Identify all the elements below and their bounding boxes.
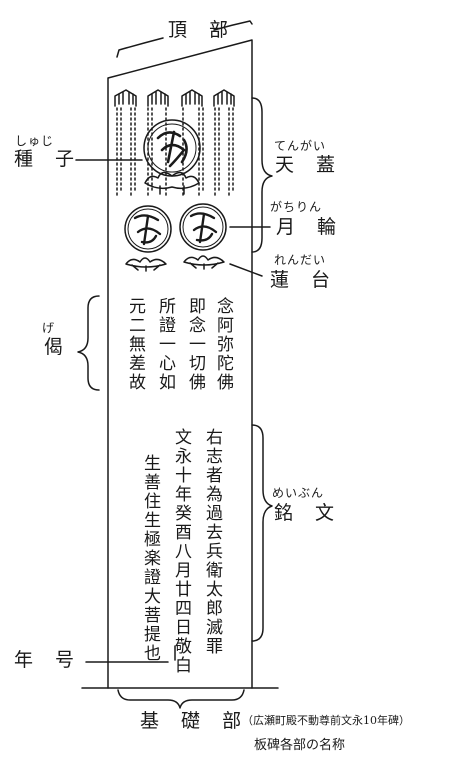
label-tengai: 天 蓋 xyxy=(275,154,344,176)
ge-brace xyxy=(77,295,100,391)
gachirin-circle-left xyxy=(124,205,172,253)
label-nengo: 年 号 xyxy=(14,649,83,671)
label-meibun: 銘 文 xyxy=(274,502,343,524)
label-shuji-ruby: しゅじ xyxy=(15,134,55,148)
tengai-brace xyxy=(251,97,273,253)
shuji-lotus xyxy=(144,171,200,195)
verse-column-4: 元二無差故 xyxy=(125,297,145,392)
inscription-column-3: 生善住生極楽證大菩提也 xyxy=(140,454,160,663)
inscription-column-1: 右志者為過去兵衛太郎滅罪 xyxy=(202,428,222,656)
verse-column-3: 所證一心如 xyxy=(155,297,175,392)
caption-title: 板碑各部の名称 xyxy=(254,738,346,753)
caption-note: （広瀬町殿不動尊前文永10年碑） xyxy=(242,714,410,727)
gachirin-glyph-left xyxy=(133,214,162,246)
tengai-canopy xyxy=(114,89,235,107)
meibun-brace xyxy=(251,424,273,642)
verse-column-1: 念阿弥陀佛 xyxy=(213,297,233,392)
verse-column-2: 即念一切佛 xyxy=(185,297,205,392)
rendai-right xyxy=(183,255,225,270)
shuji-glyph xyxy=(156,130,188,168)
label-rendai: 蓮 台 xyxy=(270,269,339,291)
rendai-left xyxy=(125,257,167,272)
gachirin-circle-right xyxy=(179,203,227,251)
label-gachirin-ruby: がちりん xyxy=(270,200,323,214)
label-ge: 偈 xyxy=(44,336,72,358)
label-gachirin: 月 輪 xyxy=(276,216,345,238)
top-bracket xyxy=(116,20,253,58)
label-meibun-ruby: めいぶん xyxy=(272,486,325,500)
stone-slab-outline xyxy=(107,39,253,689)
label-shuji: 種 子 xyxy=(14,148,83,170)
inscription-column-2: 文永十年癸酉八月廿四日敬白 xyxy=(171,428,191,675)
label-kiso: 基 礎 部 xyxy=(140,710,250,732)
tengai-tassels xyxy=(116,107,234,199)
label-rendai-ruby: れんだい xyxy=(274,253,327,267)
gachirin-glyph-right xyxy=(189,212,218,244)
label-tengai-ruby: てんがい xyxy=(274,139,327,153)
rendai-leader xyxy=(229,263,263,277)
label-top: 頂 部 xyxy=(168,19,237,41)
kiso-bracket xyxy=(117,689,245,709)
label-ge-ruby: げ xyxy=(42,321,56,335)
